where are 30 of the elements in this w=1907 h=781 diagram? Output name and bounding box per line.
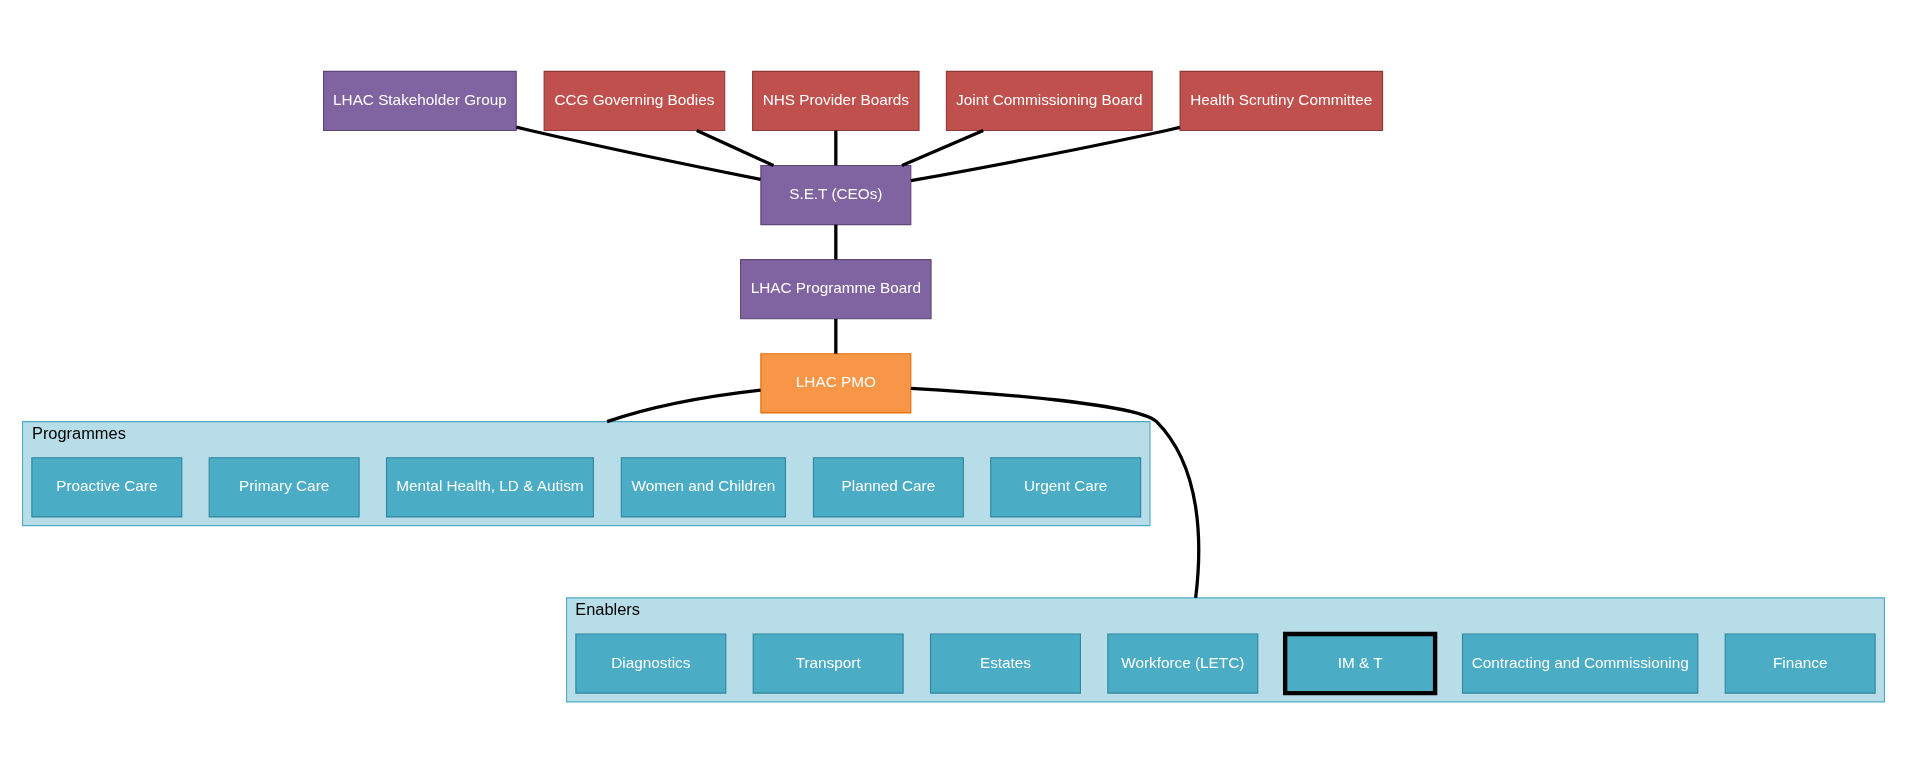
node-box: Primary Care	[208, 456, 360, 517]
connector	[834, 318, 838, 354]
connector	[910, 125, 1181, 182]
node-box: Health Scrutiny Committee	[1179, 70, 1384, 131]
connector	[606, 388, 761, 423]
node-box: LHAC PMO	[760, 352, 912, 413]
connector	[696, 128, 775, 167]
node-box: Workforce (LETC)	[1107, 632, 1259, 694]
node-box: LHAC Programme Board	[740, 258, 932, 319]
connector	[901, 128, 984, 167]
node-box: Planned Care	[812, 456, 964, 517]
node-box: IM & T	[1282, 631, 1438, 695]
node-box: Women and Children	[620, 456, 787, 517]
node-box: Contracting and Commissioning	[1461, 632, 1699, 694]
node-box: LHAC Stakeholder Group	[323, 70, 517, 131]
node-box: Finance	[1724, 632, 1876, 694]
node-box: Transport	[752, 632, 904, 694]
connector	[910, 386, 1201, 598]
connector	[834, 130, 838, 165]
connector	[515, 125, 761, 181]
node-box: S.E.T (CEOs)	[760, 164, 912, 225]
node-box: CCG Governing Bodies	[543, 70, 726, 131]
node-box: Mental Health, LD & Autism	[385, 456, 594, 517]
node-box: Proactive Care	[31, 456, 183, 517]
node-box: Estates	[929, 632, 1081, 694]
node-box: NHS Provider Boards	[752, 70, 920, 131]
node-box: Joint Commissioning Board	[945, 70, 1153, 131]
connector	[834, 224, 838, 260]
node-box: Diagnostics	[575, 632, 727, 694]
node-box: Urgent Care	[990, 456, 1142, 517]
